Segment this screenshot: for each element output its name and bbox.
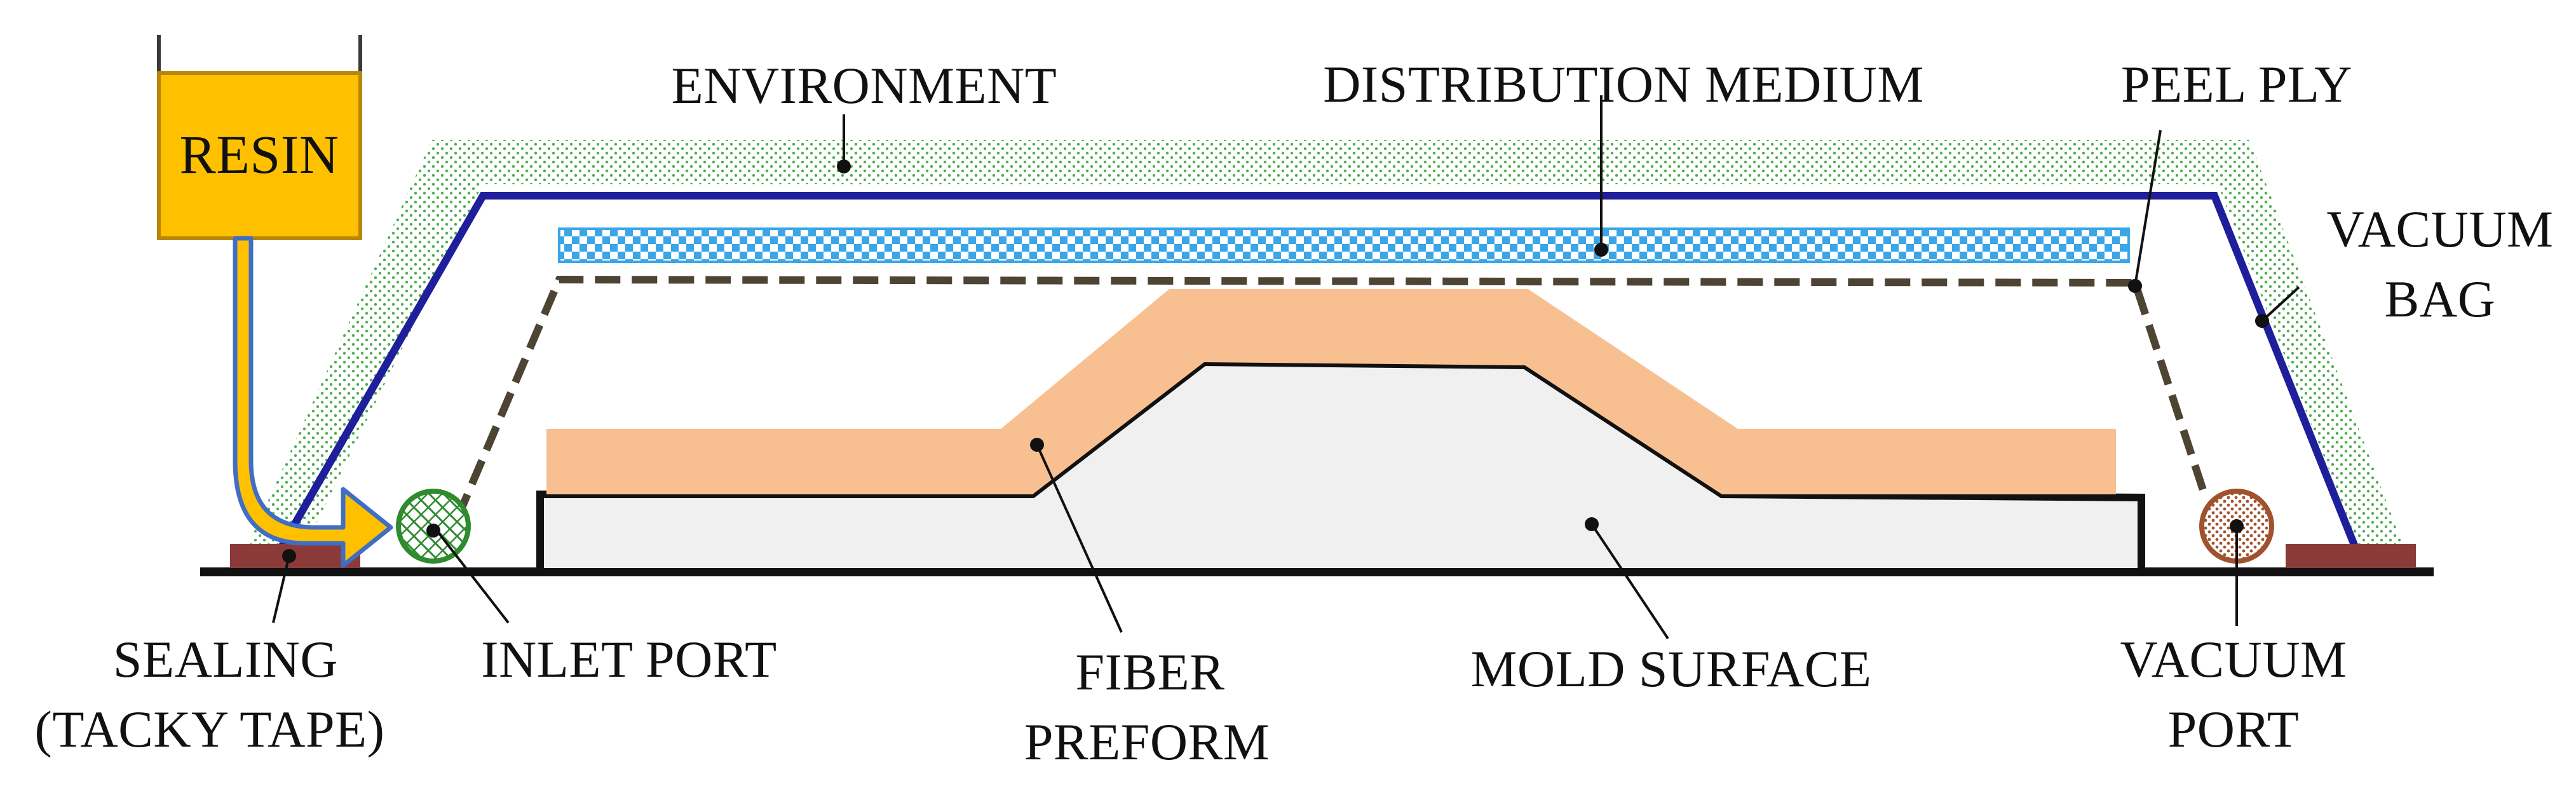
fiber-preform — [546, 289, 2116, 494]
fiber-preform-label-line2: PREFORM — [1024, 713, 1270, 771]
resin-flow-arrow — [233, 236, 393, 568]
vacuum-port-label-line2: PORT — [2168, 700, 2300, 758]
vacuum-bag — [273, 192, 2361, 558]
environment-label: ENVIRONMENT — [672, 57, 1057, 114]
environment-region — [241, 140, 2408, 559]
sealing-label-line2: (TACKY TAPE) — [35, 700, 385, 758]
leader-lines — [272, 95, 2300, 640]
vacuum-bag-label-line1: VACUUM — [2327, 200, 2554, 258]
inlet-port-label: INLET PORT — [481, 630, 777, 688]
mold-surface-label: MOLD SURFACE — [1471, 640, 1872, 698]
fiber-preform-label-line1: FIBER — [1076, 643, 1225, 701]
vacuum-port-label-line1: VACUUM — [2120, 630, 2347, 688]
distribution-medium-label: DISTRIBUTION MEDIUM — [1323, 55, 1924, 113]
resin-label: RESIN — [180, 124, 339, 185]
leader-dots — [282, 159, 2269, 563]
peel-ply — [454, 275, 2209, 520]
sealing-label-line1: SEALING — [113, 630, 338, 688]
resin-reservoir — [157, 71, 362, 240]
sealing-tape-right — [2286, 544, 2416, 568]
peel-ply-label: PEEL PLY — [2121, 55, 2352, 113]
distribution-medium — [558, 227, 2130, 263]
vacuum-bag-label-line2: BAG — [2385, 270, 2496, 328]
